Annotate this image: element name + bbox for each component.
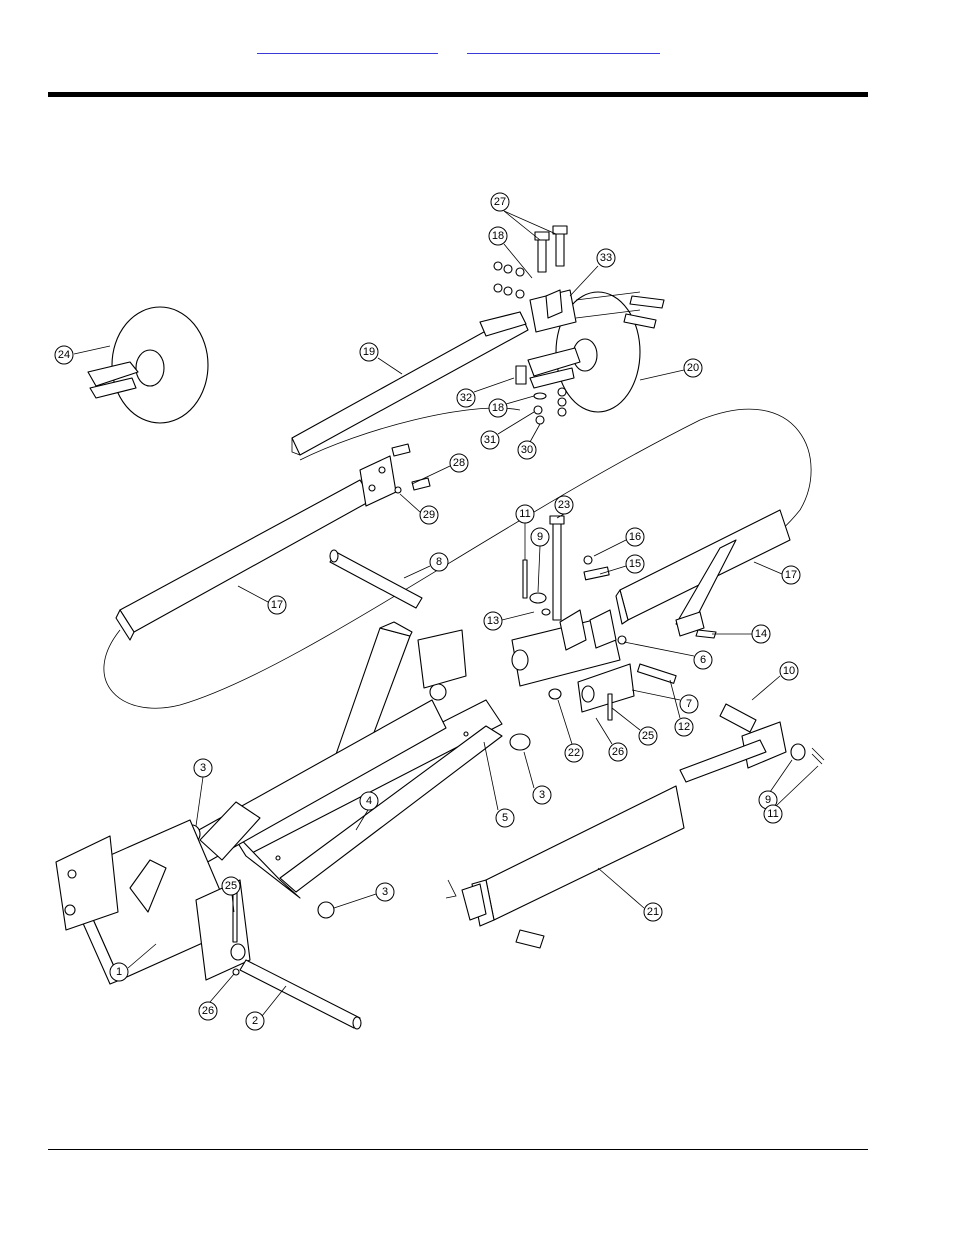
svg-text:24: 24	[58, 349, 70, 361]
callout-29: 29	[420, 506, 438, 524]
exploded-view-drawing	[56, 226, 824, 1029]
callout-33: 33	[597, 249, 615, 267]
callout-32: 32	[457, 389, 475, 407]
svg-text:14: 14	[755, 628, 767, 640]
callout-16: 16	[626, 528, 644, 546]
svg-text:8: 8	[436, 556, 442, 568]
svg-text:9: 9	[765, 794, 771, 806]
svg-text:32: 32	[460, 392, 472, 404]
callout-7: 7	[680, 695, 698, 713]
svg-text:25: 25	[642, 730, 654, 742]
callout-13: 13	[484, 612, 502, 630]
svg-text:12: 12	[678, 721, 690, 733]
svg-text:25: 25	[225, 880, 237, 892]
svg-text:21: 21	[647, 906, 659, 918]
svg-text:2: 2	[252, 1015, 258, 1027]
callout-20: 20	[684, 359, 702, 377]
callout-8: 8	[430, 553, 448, 571]
callout-12: 12	[675, 718, 693, 736]
svg-text:9: 9	[537, 531, 543, 543]
callout-19: 19	[360, 343, 378, 361]
callout-14: 14	[752, 625, 770, 643]
svg-text:10: 10	[783, 665, 795, 677]
svg-text:3: 3	[539, 789, 545, 801]
svg-text:17: 17	[785, 569, 797, 581]
callout-5: 5	[496, 809, 514, 827]
callout-10: 10	[780, 662, 798, 680]
callout-3-lower: 3	[376, 883, 394, 901]
callout-24: 24	[55, 346, 73, 364]
callout-27: 27	[491, 193, 509, 211]
callout-11-lower: 11	[764, 805, 782, 823]
svg-text:11: 11	[519, 508, 530, 520]
callout-18-upper: 18	[489, 227, 507, 245]
callout-28: 28	[450, 454, 468, 472]
svg-text:3: 3	[200, 762, 206, 774]
svg-text:30: 30	[521, 444, 533, 456]
svg-text:18: 18	[492, 230, 504, 242]
callout-4: 4	[360, 792, 378, 810]
svg-text:17: 17	[271, 599, 283, 611]
callout-3-upper-left: 3	[194, 759, 212, 777]
svg-text:26: 26	[202, 1005, 214, 1017]
callout-9-upper: 9	[531, 528, 549, 546]
svg-text:22: 22	[568, 747, 580, 759]
svg-text:4: 4	[366, 795, 372, 807]
callout-30: 30	[518, 441, 536, 459]
svg-text:15: 15	[629, 558, 641, 570]
svg-text:33: 33	[600, 252, 612, 264]
svg-text:31: 31	[484, 434, 496, 446]
callout-22: 22	[565, 744, 583, 762]
callout-17-left: 17	[268, 596, 286, 614]
callout-25-upper: 25	[639, 727, 657, 745]
callout-23: 23	[555, 496, 573, 514]
svg-text:6: 6	[700, 654, 706, 666]
callout-31: 31	[481, 431, 499, 449]
svg-text:27: 27	[494, 196, 506, 208]
callout-11-upper: 11	[516, 505, 534, 523]
svg-text:1: 1	[116, 966, 122, 978]
callout-17-right: 17	[782, 566, 800, 584]
callout-26-lower: 26	[199, 1002, 217, 1020]
callout-25-lower: 25	[222, 877, 240, 895]
svg-text:28: 28	[453, 457, 465, 469]
svg-text:3: 3	[382, 886, 388, 898]
callout-2: 2	[246, 1012, 264, 1030]
svg-text:29: 29	[423, 509, 435, 521]
svg-text:20: 20	[687, 362, 699, 374]
callout-3-right: 3	[533, 786, 551, 804]
svg-text:19: 19	[363, 346, 375, 358]
svg-text:7: 7	[686, 698, 692, 710]
callout-1: 1	[110, 963, 128, 981]
callout-18-lower: 18	[489, 399, 507, 417]
svg-text:13: 13	[487, 615, 499, 627]
svg-text:23: 23	[558, 499, 570, 511]
svg-text:18: 18	[492, 402, 504, 414]
callout-6: 6	[694, 651, 712, 669]
svg-text:16: 16	[629, 531, 641, 543]
callout-15: 15	[626, 555, 644, 573]
callout-21: 21	[644, 903, 662, 921]
svg-text:26: 26	[612, 746, 624, 758]
svg-text:5: 5	[502, 812, 508, 824]
svg-text:11: 11	[767, 808, 778, 820]
callout-26-upper: 26	[609, 743, 627, 761]
